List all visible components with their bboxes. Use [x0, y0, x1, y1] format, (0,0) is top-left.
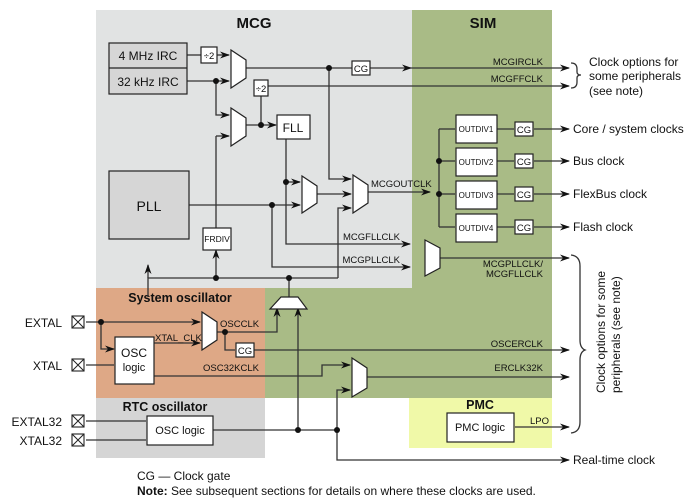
mcgfllclk-label: MCGFLLCLK	[343, 232, 401, 243]
mcgoutclk-mux	[352, 173, 369, 215]
top-options-line3: (see note)	[589, 84, 643, 98]
mcgpll-fll-mux	[424, 239, 441, 277]
svg-text:OUTDIV4: OUTDIV4	[459, 224, 494, 233]
cg-mcgirclk: CG	[351, 60, 371, 76]
svg-text:PLL: PLL	[137, 198, 162, 214]
top-brace	[570, 62, 582, 89]
svg-text:PMC logic: PMC logic	[455, 422, 506, 434]
xtal-pin: XTAL	[33, 358, 85, 373]
svg-text:OUTDIV1: OUTDIV1	[459, 125, 494, 134]
side-brace	[570, 254, 587, 434]
oscerclk-label: OSCERCLK	[491, 339, 544, 350]
xtal32-pin: XTAL32	[20, 433, 85, 448]
extal32-pin: EXTAL32	[12, 414, 85, 429]
svg-text:CG: CG	[354, 64, 368, 75]
flexbus-clock-label: FlexBus clock	[573, 187, 648, 201]
svg-text:÷2: ÷2	[256, 84, 267, 95]
outdiv3-block: OUTDIV3	[455, 180, 498, 210]
mcgpllclk-label: MCGPLLCLK	[342, 255, 400, 266]
real-time-clock-label: Real-time clock	[573, 453, 656, 467]
system-oscillator-title: System oscillator	[128, 291, 232, 305]
fll-block: FLL	[276, 114, 311, 140]
note-line: Note: See subsequent sections for detail…	[137, 484, 536, 498]
sim-title: SIM	[470, 15, 497, 32]
flash-clock-label: Flash clock	[573, 220, 634, 234]
fll-input-mux	[230, 106, 247, 148]
erclk32k-mux	[351, 356, 368, 399]
cg-osc: CG	[235, 342, 255, 358]
pll-block: PLL	[108, 170, 190, 240]
oscclk-mux	[201, 310, 218, 352]
cg-legend: CG — Clock gate	[137, 469, 231, 483]
cg-outdiv2: CG	[514, 153, 534, 169]
svg-text:XTAL32: XTAL32	[20, 434, 63, 448]
mcgpll-fll-label-2: MCGFLLCLK	[486, 269, 544, 280]
xtal-clk-label: XTAL_CLK	[155, 333, 202, 344]
svg-text:OSC: OSC	[121, 346, 147, 360]
svg-text:FLL: FLL	[283, 121, 304, 135]
frdiv-block: FRDIV	[202, 227, 232, 251]
side-options-line2: peripherals (see note)	[609, 276, 623, 393]
svg-text:OUTDIV3: OUTDIV3	[459, 191, 494, 200]
svg-text:CG: CG	[238, 346, 252, 357]
osc-select-mux	[268, 296, 309, 310]
cg-outdiv3: CG	[514, 186, 534, 202]
top-options-line1: Clock options for	[589, 55, 678, 69]
irc-mux	[230, 48, 247, 90]
svg-text:CG: CG	[517, 157, 531, 168]
mcgpll-fll-label-1: MCGPLLCLK/	[483, 259, 544, 270]
outdiv2-block: OUTDIV2	[455, 147, 498, 177]
svg-text:÷2: ÷2	[204, 51, 215, 62]
irc-block: 4 MHz IRC 32 kHz IRC	[108, 42, 188, 95]
svg-text:EXTAL32: EXTAL32	[12, 415, 63, 429]
divider-2b: ÷2	[253, 79, 269, 97]
side-options-line1: Clock options for some	[594, 271, 608, 393]
svg-text:CG: CG	[517, 190, 531, 201]
note-label: Note:	[137, 484, 168, 498]
svg-text:logic: logic	[123, 362, 146, 374]
cg-outdiv1: CG	[514, 121, 534, 137]
osc-logic-block: OSC logic	[114, 336, 155, 385]
lpo-label: LPO	[530, 416, 549, 427]
pmc-logic-block: PMC logic	[446, 412, 515, 443]
mcgffclk-label: MCGFFCLK	[491, 74, 544, 85]
svg-text:CG: CG	[517, 125, 531, 136]
erclk32k-label: ERCLK32K	[494, 363, 543, 374]
extal-pin: EXTAL	[25, 315, 85, 330]
outdiv1-block: OUTDIV1	[455, 114, 498, 144]
cg-outdiv4: CG	[514, 219, 534, 235]
rtc-oscillator-title: RTC oscillator	[123, 400, 208, 414]
svg-text:XTAL: XTAL	[33, 359, 62, 373]
outdiv4-block: OUTDIV4	[455, 213, 498, 243]
svg-text:OSC logic: OSC logic	[155, 425, 205, 437]
divider-2a: ÷2	[200, 46, 218, 64]
svg-text:OUTDIV2: OUTDIV2	[459, 158, 494, 167]
mcgirclk-label: MCGIRCLK	[493, 57, 544, 68]
irc-4mhz-label: 4 MHz IRC	[119, 49, 178, 63]
svg-text:EXTAL: EXTAL	[25, 316, 62, 330]
top-options-line2: some peripherals	[589, 69, 681, 83]
osc32kclk-label: OSC32KCLK	[203, 363, 260, 374]
note-text: See subsequent sections for details on w…	[168, 484, 536, 498]
bus-clock-label: Bus clock	[573, 154, 625, 168]
svg-text:FRDIV: FRDIV	[204, 234, 230, 244]
svg-text:CG: CG	[517, 223, 531, 234]
core-system-clocks-label: Core / system clocks	[573, 122, 684, 136]
pmc-title: PMC	[466, 398, 494, 412]
mcg-title: MCG	[237, 15, 272, 32]
fll-pll-mux	[301, 174, 318, 215]
oscclk-label: OSCCLK	[220, 319, 260, 330]
irc-32khz-label: 32 kHz IRC	[117, 75, 179, 89]
mcgoutclk-label: MCGOUTCLK	[371, 179, 432, 190]
rtc-osc-logic-block: OSC logic	[146, 415, 214, 446]
